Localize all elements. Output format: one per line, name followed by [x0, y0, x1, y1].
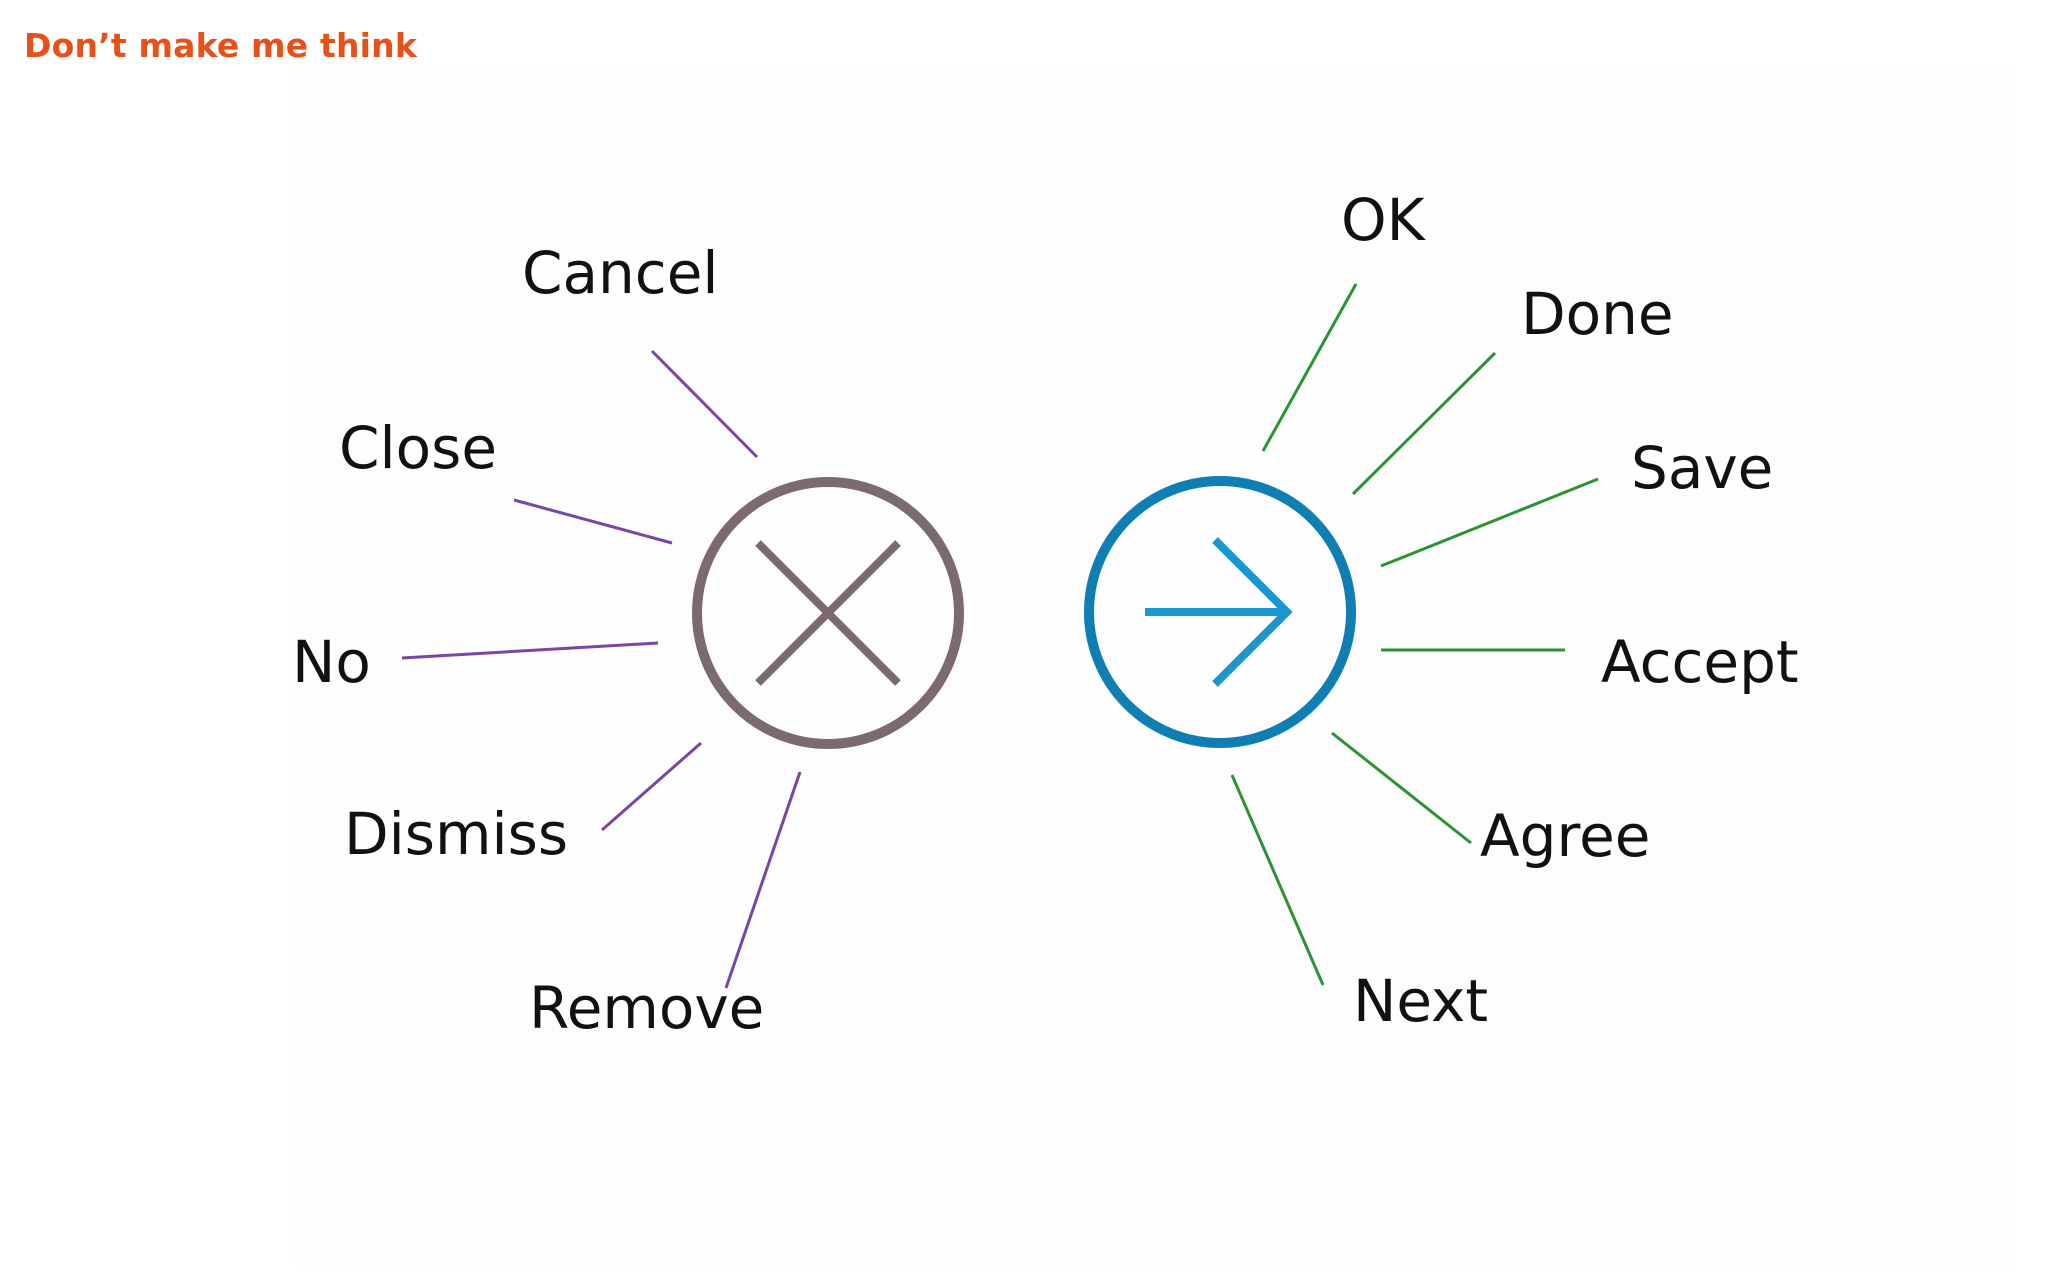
connector-line-done	[1351, 351, 1497, 496]
diagram-background	[295, 65, 2015, 1265]
label-ok: OK	[1341, 186, 1427, 254]
connector-line-close	[513, 498, 673, 545]
connector-line-next	[1230, 774, 1325, 986]
label-agree: Agree	[1480, 802, 1650, 870]
label-no: No	[292, 628, 371, 696]
label-remove: Remove	[529, 974, 764, 1042]
connector-line-save	[1380, 477, 1599, 568]
label-save: Save	[1631, 434, 1773, 502]
connector-line-dismiss	[601, 741, 702, 832]
label-next: Next	[1353, 967, 1488, 1035]
connector-line-ok	[1261, 283, 1358, 452]
connector-line-remove	[724, 771, 802, 989]
connector-line-no	[401, 641, 659, 660]
label-accept: Accept	[1601, 628, 1799, 696]
label-done: Done	[1521, 280, 1674, 348]
label-cancel: Cancel	[522, 239, 719, 307]
connector-line-cancel	[650, 349, 759, 459]
label-dismiss: Dismiss	[344, 800, 568, 868]
label-close: Close	[339, 414, 497, 482]
page-title: Don’t make me think	[24, 26, 418, 65]
connector-line-agree	[1331, 731, 1472, 845]
close-circle-icon	[692, 477, 964, 749]
arrow-right-circle-icon	[1084, 476, 1356, 748]
